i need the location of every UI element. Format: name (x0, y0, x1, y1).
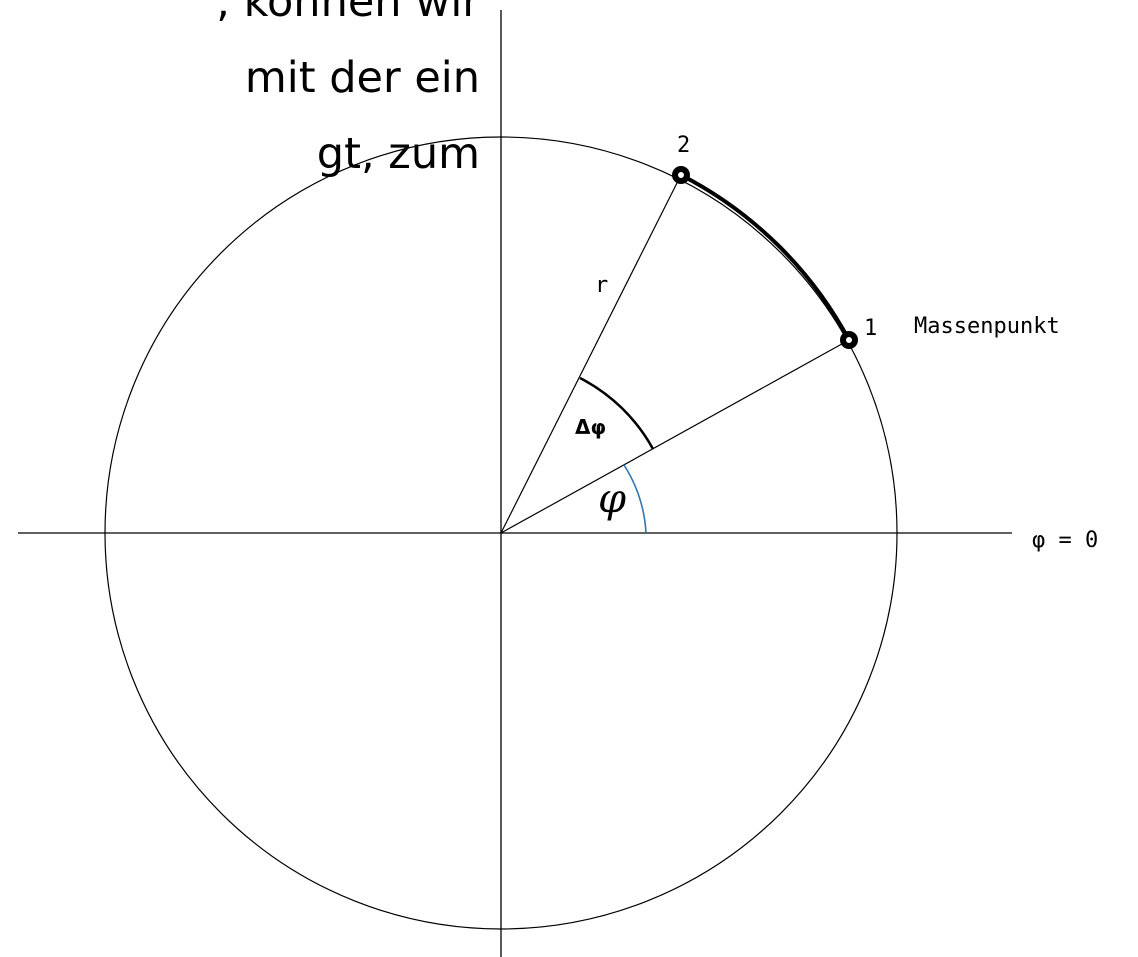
radius-line-point-2 (500, 174, 682, 534)
angle-arc (623, 464, 647, 534)
travelled-arc (680, 173, 851, 341)
delta-angle-arc (579, 376, 655, 450)
delta-angle-label: Δφ (575, 415, 606, 439)
point-1-marker-center (846, 337, 852, 343)
angle-label: φ (598, 476, 626, 522)
reference-angle-label: φ = 0 (1032, 528, 1098, 553)
point-1-label: 1 (864, 316, 877, 341)
circular-path (104, 136, 898, 930)
radius-label: r (595, 273, 608, 298)
point-2-label: 2 (677, 133, 690, 158)
mass-point-label: Massenpunkt (914, 314, 1060, 339)
point-2-marker-center (678, 172, 684, 178)
radius-line-point-1 (500, 339, 850, 534)
